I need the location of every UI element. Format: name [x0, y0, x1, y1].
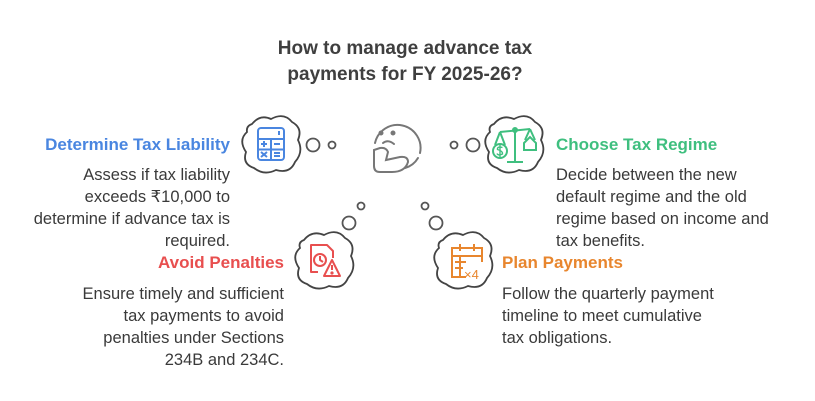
cloud-payments: ×4: [433, 231, 494, 290]
balance-scale-icon: [492, 127, 537, 163]
desc-determine: Assess if tax liability exceeds ₹10,000 …: [0, 164, 230, 252]
cloud-penalties: [294, 231, 355, 290]
desc-line: determine if advance tax is: [33, 210, 230, 228]
heading-regime: Choose Tax Regime: [556, 134, 717, 156]
bubble-small-lower-left: [356, 201, 366, 211]
heading-regime-text: Choose Tax Regime: [556, 135, 718, 154]
desc-line: penalties under Sections: [103, 329, 284, 347]
document-warning-icon: [310, 244, 341, 277]
desc-line: Assess if tax liability: [83, 166, 230, 184]
calendar-x4-icon: [451, 244, 483, 278]
bubble-large-right: [465, 137, 481, 153]
desc-penalties: Ensure timely and sufficient tax payment…: [34, 283, 284, 371]
desc-line: tax payments to avoid: [123, 307, 284, 325]
desc-line: timeline to meet cumulative: [502, 307, 702, 325]
desc-line: Follow the quarterly payment: [502, 285, 714, 303]
heading-determine-text: Determine Tax Liability: [45, 135, 230, 154]
bubble-small-lower-right: [420, 201, 430, 211]
desc-line: Ensure timely and sufficient: [82, 285, 284, 303]
bubble-small-left: [327, 140, 337, 150]
title-line-2: payments for FY 2025-26?: [287, 64, 523, 85]
bubble-large-lower-right: [428, 215, 444, 231]
bubble-large-lower-left: [341, 215, 357, 231]
desc-line: exceeds ₹10,000 to: [84, 188, 230, 206]
cloud-regime: [484, 115, 545, 174]
desc-line: 234B and 234C.: [164, 351, 284, 369]
x4-label: ×4: [464, 267, 479, 282]
heading-determine: Determine Tax Liability: [20, 134, 230, 156]
cloud-determine: [241, 115, 302, 174]
desc-line: default regime and the old: [556, 188, 747, 206]
connector-bubbles: [305, 137, 481, 231]
bubble-small-right: [449, 140, 459, 150]
desc-line: tax benefits.: [556, 232, 645, 250]
heading-payments: Plan Payments: [502, 252, 623, 274]
desc-line: tax obligations.: [502, 329, 613, 347]
thinking-face-icon: [373, 123, 422, 173]
heading-penalties-text: Avoid Penalties: [158, 253, 284, 272]
calculator-icon: [257, 127, 285, 161]
diagram-title: How to manage advance tax payments for F…: [230, 36, 580, 88]
title-line-1: How to manage advance tax: [277, 38, 533, 59]
desc-line: regime based on income and: [556, 210, 769, 228]
heading-penalties: Avoid Penalties: [70, 252, 284, 274]
bubble-large-left: [305, 137, 321, 153]
heading-payments-text: Plan Payments: [502, 253, 623, 272]
desc-payments: Follow the quarterly payment timeline to…: [502, 283, 762, 349]
desc-line: required.: [164, 232, 230, 250]
desc-regime: Decide between the new default regime an…: [556, 164, 806, 252]
desc-line: Decide between the new: [556, 166, 737, 184]
